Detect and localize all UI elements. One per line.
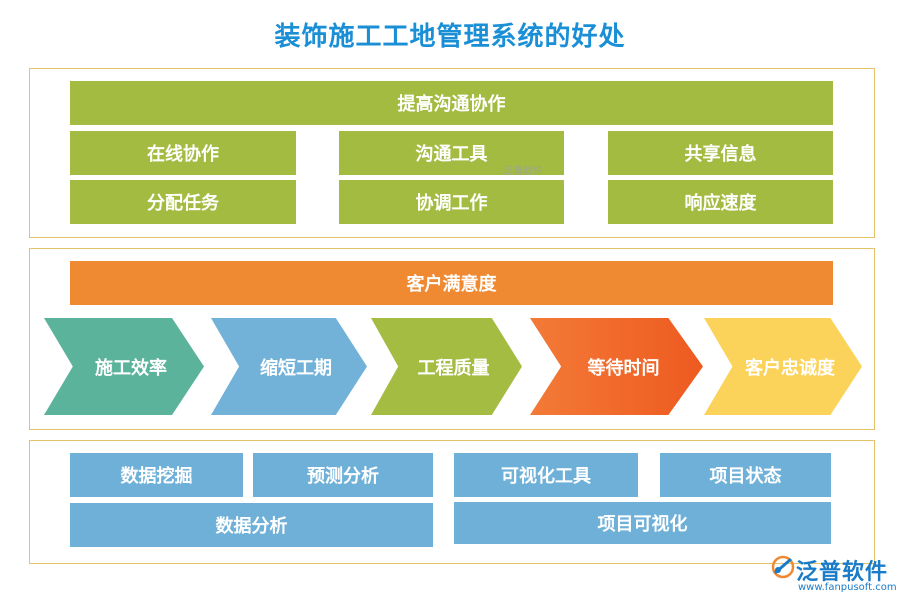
analysis-data-mining: 数据挖掘 xyxy=(70,453,243,497)
comm-item-response-speed: 响应速度 xyxy=(608,180,833,224)
comm-item-coordinate-work: 协调工作 xyxy=(339,180,564,224)
step-label: 缩短工期 xyxy=(260,357,332,379)
step-shorten-schedule: 缩短工期 xyxy=(211,318,367,415)
comm-item-share-info: 共享信息 xyxy=(608,131,833,175)
page-title: 装饰施工工地管理系统的好处 xyxy=(274,22,626,52)
comm-item-comm-tools: 沟通工具 xyxy=(339,131,564,175)
logo-url: www.fanpusoft.com xyxy=(798,582,897,593)
project-visualization: 项目可视化 xyxy=(454,502,831,544)
visual-tools: 可视化工具 xyxy=(454,453,638,497)
step-label: 等待时间 xyxy=(587,357,660,379)
logo-mark-icon xyxy=(771,555,795,579)
step-label: 工程质量 xyxy=(417,357,490,379)
step-label: 施工效率 xyxy=(95,357,167,379)
logo-name: 泛普软件 xyxy=(796,560,889,585)
fanpu-logo: 泛普软件 www.fanpusoft.com xyxy=(770,552,897,598)
analysis-data-analysis: 数据分析 xyxy=(70,503,433,547)
step-label: 客户忠诚度 xyxy=(745,357,835,379)
analysis-predictive: 预测分析 xyxy=(253,453,433,497)
comm-item-online-collab: 在线协作 xyxy=(70,131,296,175)
step-waiting-time: 等待时间 xyxy=(530,318,703,415)
satisfaction-header: 客户满意度 xyxy=(70,261,833,305)
watermark-text: 泛普软件 xyxy=(503,166,543,177)
communication-header: 提高沟通协作 xyxy=(70,81,833,125)
project-status: 项目状态 xyxy=(660,453,831,497)
comm-item-assign-tasks: 分配任务 xyxy=(70,180,296,224)
